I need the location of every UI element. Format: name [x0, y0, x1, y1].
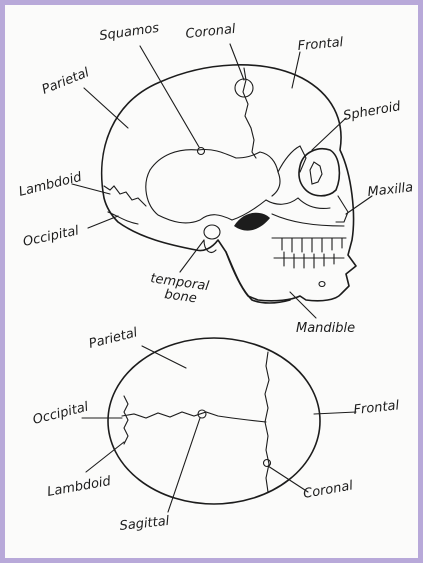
top-coronal-marker — [264, 460, 271, 467]
label-sagittal: Sagittal — [119, 514, 171, 534]
label-occipital-side: Occipital — [22, 223, 81, 250]
eye-orbit — [299, 149, 339, 196]
label-parietal-side: Parietal — [40, 65, 92, 98]
upper-teeth — [272, 238, 346, 252]
lower-teeth — [274, 252, 344, 268]
label-squamos: Squamos — [98, 21, 160, 44]
lambdoid-suture — [104, 186, 146, 206]
label-lambdoid-side: Lambdoid — [17, 170, 84, 200]
label-mandible: Mandible — [296, 321, 355, 336]
side-view-skull — [102, 65, 356, 303]
cranium-outline — [102, 65, 356, 301]
label-coronal-side: Coronal — [185, 22, 237, 42]
squamous-suture — [150, 149, 280, 196]
sphenoid-suture — [278, 146, 306, 172]
top-labels: Parietal Occipital Frontal Lambdoid Coro… — [31, 325, 400, 534]
top-lambdoid-suture — [124, 396, 128, 444]
side-labels: Squamos Coronal Parietal Frontal Spheroi… — [17, 21, 414, 336]
label-parietal-top: Parietal — [87, 325, 139, 352]
sagittal-suture — [122, 412, 266, 422]
label-frontal-top: Frontal — [353, 398, 400, 418]
orbit-inner — [310, 162, 322, 184]
label-lambdoid-top: Lambdoid — [46, 474, 113, 500]
squamos-marker — [198, 148, 205, 155]
label-frontal-side: Frontal — [297, 35, 344, 54]
jaw-notch — [234, 213, 270, 231]
label-occipital-top: Occipital — [31, 400, 90, 428]
side-leaders — [72, 44, 372, 318]
cheek-bone — [266, 198, 330, 209]
label-bone: bone — [163, 287, 197, 306]
label-spheroid: Spheroid — [342, 99, 402, 124]
mental-foramen — [319, 282, 325, 287]
nasal-area — [336, 196, 348, 222]
ear-canal — [204, 225, 220, 239]
label-coronal-top: Coronal — [302, 478, 354, 502]
maxilla — [272, 214, 344, 226]
label-maxilla: Maxilla — [367, 180, 414, 200]
mandible-outline — [226, 252, 290, 303]
